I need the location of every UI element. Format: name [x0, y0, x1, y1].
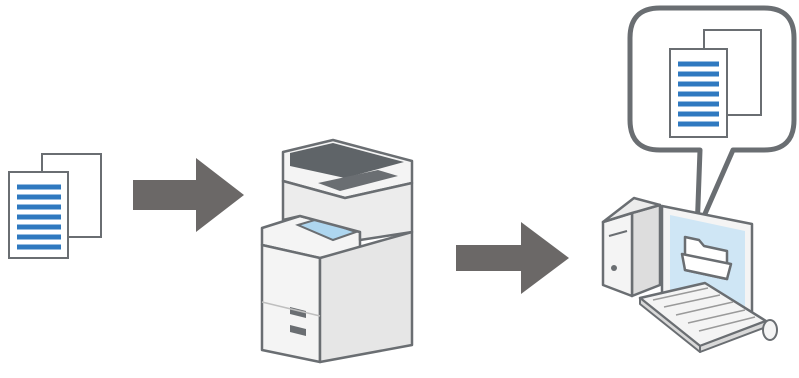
right-arrow-icon — [456, 222, 569, 294]
document-stack-icon — [8, 153, 102, 259]
printer-upper-body — [281, 179, 414, 242]
printer-icon — [260, 138, 414, 364]
computer-tower-side — [630, 203, 662, 298]
computer-tower-front — [601, 211, 634, 298]
keyboard-keys — [652, 287, 756, 332]
folder-front — [680, 252, 733, 281]
computer-icon — [601, 196, 778, 353]
printer-tray-handle-2 — [290, 325, 306, 336]
scanned-text-lines — [678, 61, 719, 127]
computer-tower-top — [601, 196, 662, 224]
folder-icon — [680, 235, 733, 281]
computer-drive-bay — [608, 230, 628, 237]
document-stack-icon — [669, 29, 762, 138]
printer-tray-divider — [261, 301, 321, 317]
right-arrow-icon — [133, 158, 244, 232]
computer-power-button — [611, 265, 617, 271]
document-text-lines — [17, 184, 61, 250]
printer-cabinet-side — [318, 230, 414, 364]
mouse — [762, 319, 778, 341]
printer-lid-slot — [318, 170, 398, 191]
printer-lid-dark-top — [290, 143, 404, 178]
